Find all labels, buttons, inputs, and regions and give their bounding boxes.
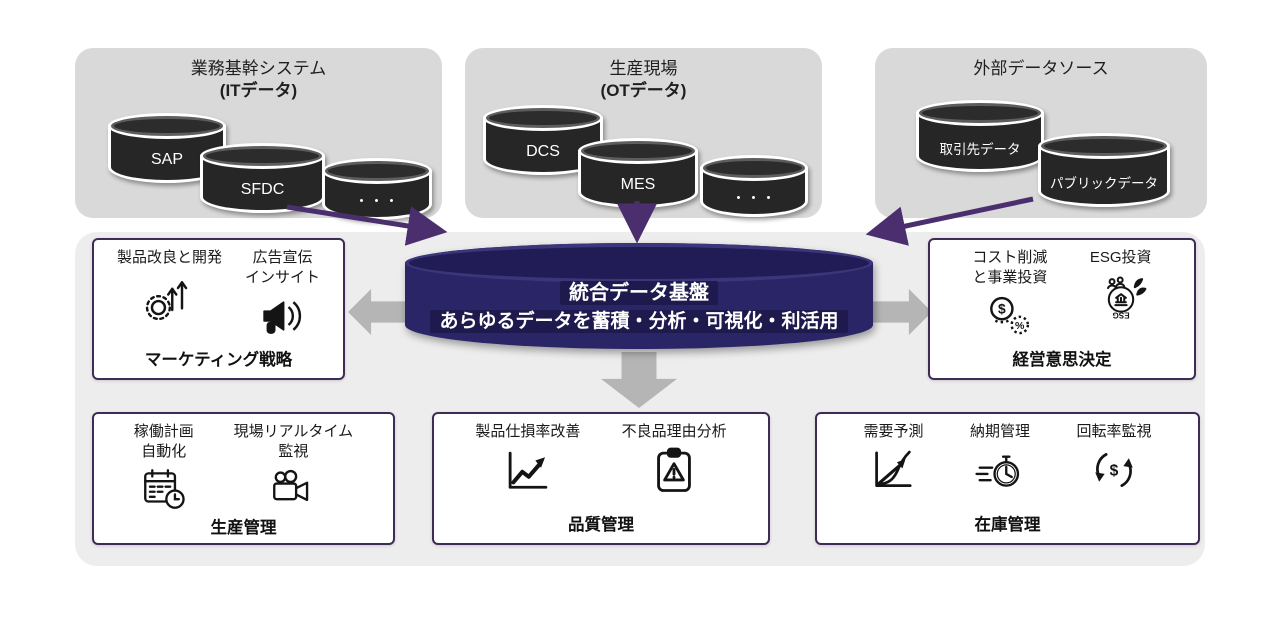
usecase-item-label: 現場リアルタイム 監視: [233, 423, 354, 460]
cylinder-top: [1038, 133, 1170, 159]
usecase-item-cost-investment: コスト削減 と事業投資 $ %: [972, 248, 1047, 342]
svg-text:$: $: [998, 301, 1006, 317]
usecase-item-ad-insight: 広告宣伝 インサイト: [245, 248, 320, 342]
forecast-chart-icon: [875, 450, 913, 487]
usecase-item-defect-reason: 不良品理由分析: [622, 422, 727, 497]
usecase-item-demand-forecast: 需要予測: [863, 422, 924, 495]
database-label: MES: [620, 176, 656, 193]
database-label: DCS: [526, 143, 560, 160]
cylinder-top: [322, 158, 432, 184]
dollar-percent-icon: $ %: [990, 296, 1030, 335]
clipboard-warning-icon: [657, 447, 691, 492]
usecase-item-product-improvement: 製品改良と開発: [117, 248, 222, 323]
stopwatch-speed-icon: [975, 455, 1020, 487]
usecase-item-label: 製品仕損率改善: [475, 423, 581, 440]
megaphone-icon: [263, 301, 302, 334]
usecase-item-label: 納期管理: [969, 423, 1030, 440]
ot-sources-title: 生産現場 (OTデータ): [465, 58, 822, 102]
calendar-clock-icon: [143, 469, 185, 509]
marketing-strategy-box: 製品改良と開発 広告宣伝 インサイト マーケ: [92, 238, 345, 380]
database-label: SAP: [150, 151, 183, 168]
external-sources-title-line1: 外部データソース: [973, 59, 1109, 78]
database-cylinder-dcs: DCS: [483, 105, 603, 175]
database-cylinder-it-more: ・・・: [322, 158, 432, 220]
usecase-item-label: 需要予測: [863, 423, 924, 440]
usecase-item-label: 回転率監視: [1076, 423, 1152, 440]
database-label: 取引先データ: [939, 142, 1021, 157]
marketing-strategy-title: マーケティング戦略: [144, 351, 293, 369]
svg-text:ESG: ESG: [1112, 310, 1129, 319]
production-management-title: 生産管理: [210, 519, 277, 537]
usecase-item-label: 不良品理由分析: [621, 423, 727, 440]
usecase-item-label: コスト削減 と事業投資: [972, 249, 1048, 286]
gear-growth-icon: [146, 280, 188, 320]
usecase-item-turnover-monitoring: 回転率監視 $: [1076, 422, 1152, 495]
database-cylinder-partner-data: 取引先データ: [916, 100, 1044, 172]
database-cylinder-ot-more: ・・・: [700, 155, 808, 217]
usecase-item-label: ESG投資: [1089, 249, 1152, 266]
cylinder-top: [916, 100, 1044, 126]
usecase-item-label: 稼働計画 自動化: [133, 423, 194, 460]
it-sources-title-line2: (ITデータ): [219, 81, 298, 101]
database-cylinder-mes: MES: [578, 138, 698, 208]
svg-text:$: $: [1110, 462, 1119, 479]
usecase-item-defect-rate: 製品仕損率改善: [475, 422, 580, 497]
database-cylinder-public-data: パブリックデータ: [1038, 133, 1170, 207]
management-decision-title: 経営意思決定: [1012, 351, 1112, 369]
it-sources-panel: 業務基幹システム (ITデータ) SAP SFDC ・・・: [75, 48, 442, 220]
inventory-management-box: 需要予測 納期管理: [815, 412, 1200, 545]
database-label: パブリックデータ: [1050, 176, 1158, 191]
platform-title: 統合データ基盤: [405, 279, 873, 308]
management-decision-box: コスト削減 と事業投資 $ % ESG投資: [928, 238, 1196, 380]
usecase-item-esg: ESG投資 ESG: [1090, 248, 1152, 323]
integrated-data-platform-cylinder: 統合データ基盤 あらゆるデータを蓄積・分析・可視化・利活用: [405, 243, 873, 349]
usecase-item-delivery-management: 納期管理: [970, 422, 1030, 495]
cylinder-top: [700, 155, 808, 181]
database-cylinder-sap: SAP: [108, 113, 226, 183]
quality-management-title: 品質管理: [568, 516, 634, 534]
cylinder-top: [108, 113, 226, 139]
esg-globe-icon: ESG: [1106, 275, 1147, 319]
usecase-item-label: 製品改良と開発: [116, 249, 222, 266]
database-label: SFDC: [240, 181, 285, 198]
database-label: ・・・: [731, 190, 777, 206]
usecase-item-label: 広告宣伝 インサイト: [244, 249, 320, 286]
line-chart-up-icon: [508, 451, 548, 489]
cylinder-top: [405, 243, 873, 283]
camera-monitoring-icon: [273, 469, 309, 502]
production-management-box: 稼働計画 自動化 現場リアルタイム 監視: [92, 412, 395, 545]
ot-sources-title-line2: (OTデータ): [600, 81, 687, 101]
svg-text:%: %: [1015, 320, 1025, 332]
ot-sources-title-line1: 生産現場: [609, 59, 678, 78]
it-sources-title: 業務基幹システム (ITデータ): [75, 58, 442, 102]
cylinder-top: [483, 105, 603, 131]
ot-sources-panel: 生産現場 (OTデータ) DCS MES ・・・: [465, 48, 822, 218]
database-cylinder-sfdc: SFDC: [200, 143, 325, 213]
cylinder-top: [578, 138, 698, 164]
dollar-cycle-icon: $: [1095, 452, 1133, 487]
quality-management-box: 製品仕損率改善 不良品理由分析 品質管理: [432, 412, 770, 545]
usecase-item-schedule-automation: 稼働計画 自動化: [134, 422, 194, 514]
inventory-management-title: 在庫管理: [974, 516, 1041, 534]
it-sources-title-line1: 業務基幹システム: [190, 59, 327, 78]
cylinder-top: [200, 143, 325, 169]
platform-subtitle: あらゆるデータを蓄積・分析・可視化・利活用: [405, 308, 873, 336]
external-sources-title: 外部データソース: [875, 58, 1207, 80]
external-sources-panel: 外部データソース 取引先データ パブリックデータ: [875, 48, 1207, 218]
usecase-item-realtime-monitoring: 現場リアルタイム 監視: [233, 422, 354, 514]
